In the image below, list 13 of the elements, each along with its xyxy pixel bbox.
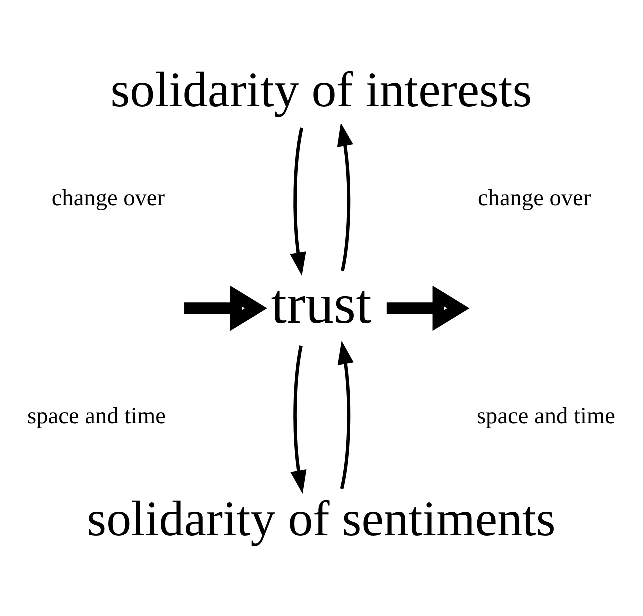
arrow	[337, 122, 354, 271]
arrow	[290, 345, 307, 494]
label: change over	[478, 185, 592, 212]
label: change over	[52, 185, 166, 212]
label: space and time	[28, 403, 166, 430]
arrow	[184, 285, 268, 331]
arrow	[290, 127, 306, 276]
node-text: solidarity of sentiments	[87, 491, 556, 546]
node-text: trust	[271, 273, 372, 336]
arrow	[338, 340, 354, 489]
node-text: solidarity of interests	[110, 62, 532, 117]
label: space and time	[476, 403, 616, 430]
arrow	[386, 285, 470, 331]
